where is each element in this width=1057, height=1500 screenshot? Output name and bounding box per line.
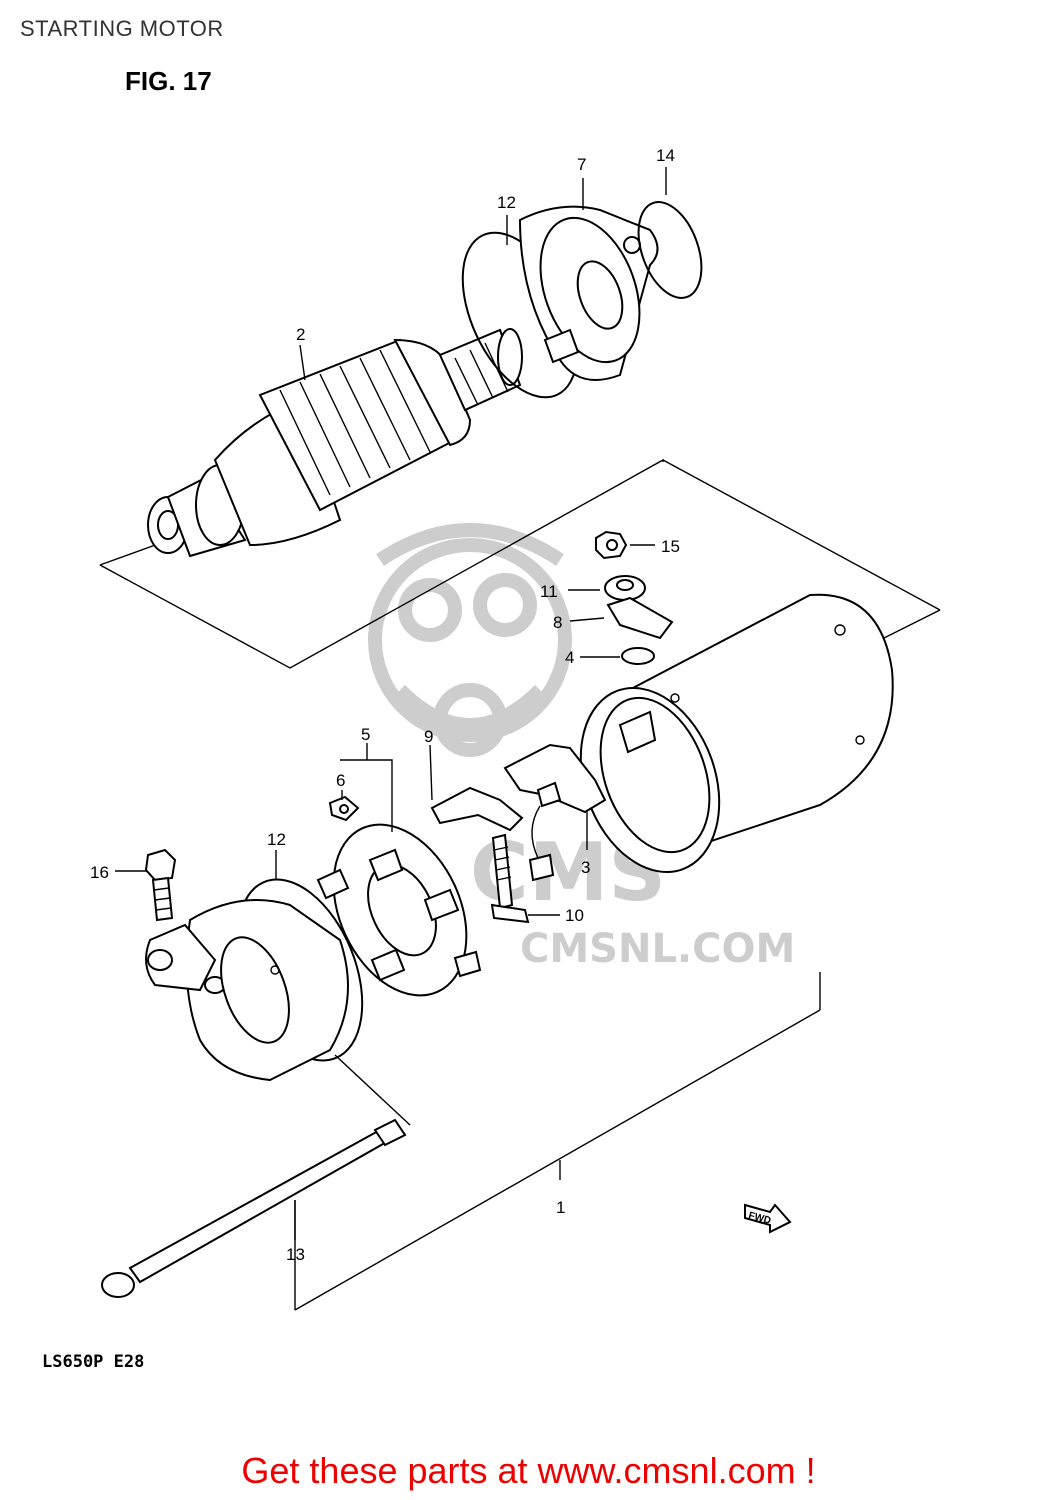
- brush-spring-6: [328, 790, 360, 822]
- callout-labels: 1 2 3 4 5 6 7 8 9 10 11 12 12 13 14 15 1…: [90, 146, 680, 1264]
- terminal-bolt-10: [490, 833, 560, 924]
- get-parts-link[interactable]: Get these parts at www.cmsnl.com !: [241, 1450, 816, 1491]
- cover-bolt-16: [115, 848, 177, 922]
- brush-holder-5: [316, 790, 482, 997]
- page-title: STARTING MOTOR: [20, 16, 224, 41]
- callout-14: 14: [656, 146, 675, 165]
- cover-bolt-threads: [153, 887, 172, 911]
- callout-12-upper: 12: [497, 193, 516, 212]
- brush-holder-bracket-lines: [340, 743, 393, 790]
- armature: [147, 328, 523, 558]
- callout-15: 15: [661, 537, 680, 556]
- bolt-threads: [493, 846, 512, 881]
- callout-9: 9: [424, 727, 433, 746]
- brush-bracket-3: [503, 743, 607, 882]
- callout-2: 2: [296, 325, 305, 344]
- watermark-mascot: [368, 523, 572, 757]
- callout-11: 11: [540, 582, 558, 601]
- model-code: LS650P E28: [42, 1352, 145, 1372]
- callout-7: 7: [577, 155, 586, 174]
- callout-16: 16: [90, 863, 109, 882]
- callout-10: 10: [565, 906, 584, 925]
- watermark-url: CMSNL.COM: [520, 926, 795, 972]
- callout-3: 3: [581, 858, 590, 877]
- terminal-nut-15: [595, 530, 655, 560]
- callout-4: 4: [565, 648, 574, 667]
- o-ring-4: [580, 647, 655, 665]
- figure-label: FIG. 17: [125, 66, 212, 96]
- rear-end-cover: [145, 899, 349, 1082]
- armature-slots: [279, 349, 431, 496]
- insulator-9: [429, 744, 524, 832]
- callout-13: 13: [286, 1245, 305, 1264]
- callout-1: 1: [556, 1198, 565, 1217]
- through-bolt-13: [101, 1054, 411, 1298]
- callout-6: 6: [336, 771, 345, 790]
- terminal-washer-11: [568, 575, 646, 601]
- front-end-housing: [518, 178, 659, 381]
- callout-5: 5: [361, 725, 370, 744]
- o-ring-14: [637, 167, 703, 299]
- terminal-plate-8: [569, 596, 674, 640]
- callout-12-lower: 12: [267, 830, 286, 849]
- fwd-arrow: FWD: [744, 1203, 792, 1234]
- callout-8: 8: [553, 613, 562, 632]
- yoke-housing: [579, 593, 894, 873]
